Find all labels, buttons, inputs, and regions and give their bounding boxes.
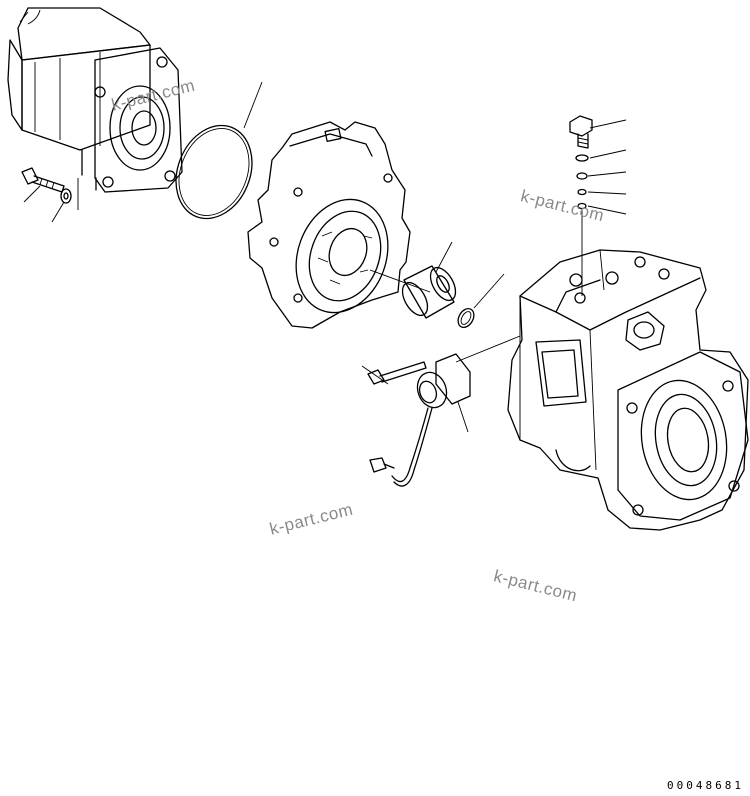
assembly-line	[455, 335, 521, 363]
leader-line	[587, 205, 627, 215]
leader-line	[243, 81, 263, 129]
piston-pump-icon[interactable]	[507, 249, 749, 531]
leader-line	[589, 149, 627, 159]
leader-line	[589, 119, 627, 129]
leader-line	[23, 185, 41, 203]
ring-icon[interactable]	[576, 172, 588, 180]
ring-icon[interactable]	[455, 306, 477, 330]
document-number: 00048681	[667, 779, 744, 792]
solenoid-icon[interactable]	[369, 353, 471, 487]
leader-line	[457, 401, 469, 433]
washer-icon[interactable]	[60, 188, 72, 204]
end-cap-icon[interactable]	[247, 121, 431, 329]
leader-line	[435, 241, 453, 273]
leader-line	[473, 273, 505, 309]
ring-icon[interactable]	[577, 188, 587, 196]
gear-pump-icon[interactable]	[7, 7, 183, 210]
bolt-icon[interactable]	[367, 361, 427, 385]
bolt-icon[interactable]	[21, 167, 65, 193]
sleeve-icon[interactable]	[397, 263, 460, 319]
leader-line	[51, 201, 65, 223]
spring-icon[interactable]	[575, 154, 589, 162]
ring-icon[interactable]	[577, 202, 587, 210]
plug-icon[interactable]	[569, 115, 593, 149]
leader-line	[361, 365, 389, 385]
leader-line	[587, 171, 627, 177]
o-ring-icon[interactable]	[163, 114, 266, 230]
leader-line	[587, 191, 627, 195]
